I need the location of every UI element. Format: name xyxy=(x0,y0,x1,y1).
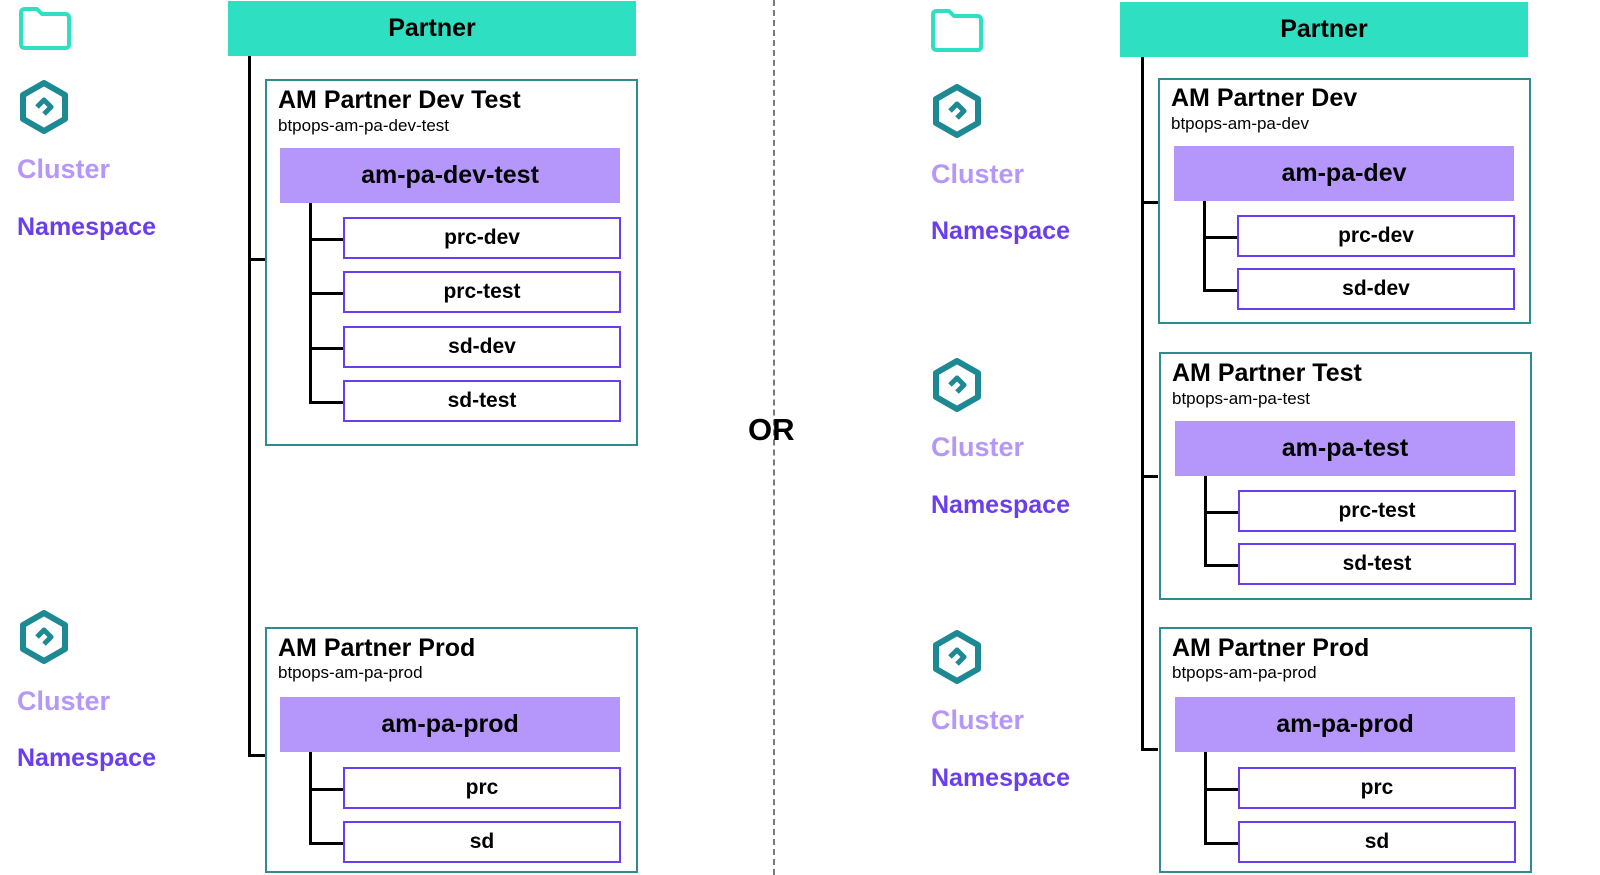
namespace-connector xyxy=(1203,236,1238,239)
namespace-tree-line xyxy=(309,752,312,844)
namespace-item: prc-test xyxy=(1238,490,1516,532)
center-divider xyxy=(773,0,775,875)
namespace-item: sd-test xyxy=(1238,543,1516,585)
tree-connector xyxy=(1141,748,1158,751)
tree-connector xyxy=(248,754,265,757)
namespace-connector xyxy=(309,238,344,241)
account-subaccount-id: btpops-am-pa-test xyxy=(1172,389,1310,408)
namespace-legend-label: Namespace xyxy=(931,764,1070,792)
namespace-item: prc-test xyxy=(343,271,621,313)
namespace-item: sd xyxy=(1238,821,1516,863)
namespace-item: prc xyxy=(343,767,621,809)
cluster-legend-label: Cluster xyxy=(17,154,111,184)
namespace-tree-line xyxy=(1204,476,1207,566)
namespace-tree-line xyxy=(309,203,312,403)
namespace-connector xyxy=(309,842,344,845)
account-title: AM Partner Test xyxy=(1172,359,1362,387)
cluster-bar: am-pa-dev xyxy=(1174,146,1514,201)
tree-line xyxy=(248,56,251,756)
namespace-legend-label: Namespace xyxy=(931,217,1070,245)
namespace-connector xyxy=(309,788,344,791)
account-title: AM Partner Prod xyxy=(278,634,476,662)
namespace-connector xyxy=(309,401,344,404)
namespace-connector xyxy=(309,347,344,350)
account-title: AM Partner Dev Test xyxy=(278,86,521,114)
cluster-legend-label: Cluster xyxy=(931,159,1025,189)
namespace-legend-label: Namespace xyxy=(931,491,1070,519)
tree-connector xyxy=(1141,201,1158,204)
cluster-bar: am-pa-test xyxy=(1175,421,1515,476)
cluster-legend-label: Cluster xyxy=(931,432,1025,462)
partner-bar: Partner xyxy=(228,1,636,56)
account-subaccount-id: btpops-am-pa-prod xyxy=(1172,663,1317,682)
kubernetes-cluster-icon xyxy=(933,358,981,412)
namespace-item: prc-dev xyxy=(343,217,621,259)
tree-connector xyxy=(248,258,265,261)
cluster-bar: am-pa-prod xyxy=(1175,697,1515,752)
namespace-connector xyxy=(1204,511,1239,514)
namespace-tree-line xyxy=(1204,752,1207,844)
namespace-tree-line xyxy=(1203,201,1206,291)
folder-icon xyxy=(19,7,71,50)
namespace-connector xyxy=(1204,842,1239,845)
namespace-item: sd-dev xyxy=(1237,268,1515,310)
cluster-legend-label: Cluster xyxy=(931,705,1025,735)
account-subaccount-id: btpops-am-pa-prod xyxy=(278,663,423,682)
kubernetes-cluster-icon xyxy=(20,610,68,664)
folder-icon xyxy=(931,9,983,52)
namespace-item: prc xyxy=(1238,767,1516,809)
cluster-bar: am-pa-prod xyxy=(280,697,620,752)
tree-connector xyxy=(1141,475,1158,478)
namespace-item: sd xyxy=(343,821,621,863)
kubernetes-cluster-icon xyxy=(933,84,981,138)
namespace-legend-label: Namespace xyxy=(17,744,156,772)
namespace-connector xyxy=(1204,564,1239,567)
account-title: AM Partner Dev xyxy=(1171,84,1358,112)
cluster-bar: am-pa-dev-test xyxy=(280,148,620,203)
namespace-connector xyxy=(1203,289,1238,292)
namespace-item: sd-test xyxy=(343,380,621,422)
namespace-connector xyxy=(309,292,344,295)
namespace-legend-label: Namespace xyxy=(17,213,156,241)
account-subaccount-id: btpops-am-pa-dev xyxy=(1171,114,1309,133)
namespace-item: sd-dev xyxy=(343,326,621,368)
cluster-legend-label: Cluster xyxy=(17,686,111,716)
partner-bar: Partner xyxy=(1120,2,1528,57)
namespace-item: prc-dev xyxy=(1237,215,1515,257)
or-label: OR xyxy=(748,412,795,447)
namespace-connector xyxy=(1204,788,1239,791)
account-subaccount-id: btpops-am-pa-dev-test xyxy=(278,116,450,135)
tree-line xyxy=(1141,57,1144,750)
kubernetes-cluster-icon xyxy=(20,80,68,134)
kubernetes-cluster-icon xyxy=(933,630,981,684)
account-title: AM Partner Prod xyxy=(1172,634,1370,662)
